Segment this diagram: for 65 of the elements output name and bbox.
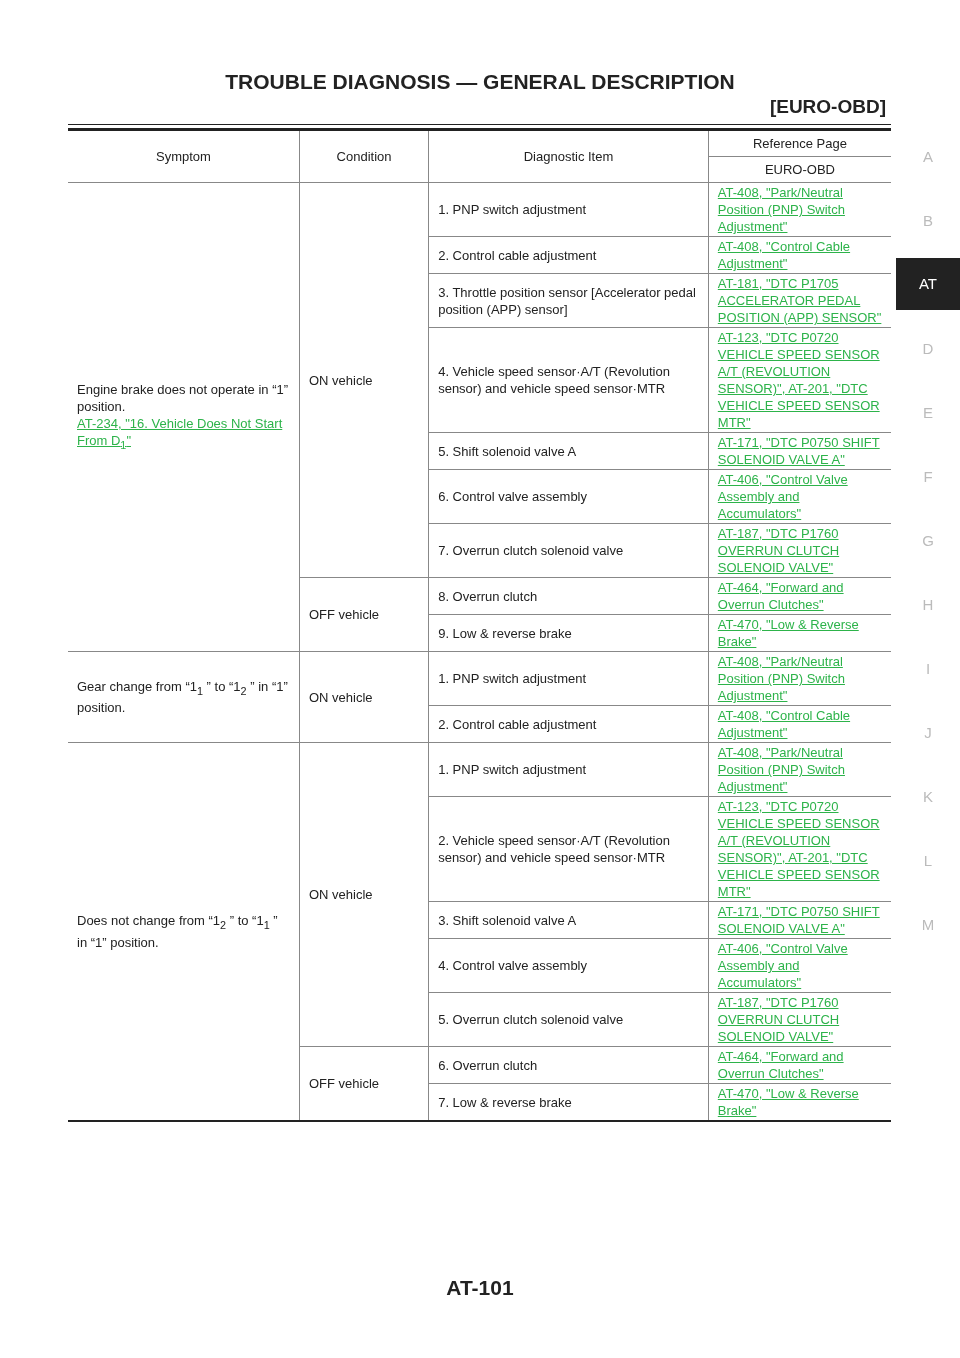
- section-letter: K: [922, 788, 934, 805]
- diagnostic-item: 6. Control valve assembly: [438, 488, 588, 505]
- section-letter: A: [922, 148, 934, 165]
- section-letter: F: [922, 468, 934, 485]
- reference-link: AT-464, "Forward and Overrun Clutches": [717, 579, 845, 613]
- column-header: Reference Page: [708, 129, 891, 157]
- symptom-text: Gear change from “1$_{1}$ ” to “1$_{2}$ ” in “1” position.: [77, 677, 289, 717]
- section-letter: M: [920, 916, 936, 933]
- reference-link: AT-187, "DTC P1760 OVERRUN CLUTCH SOLENOID VALVE": [717, 525, 841, 576]
- diagnostic-item: 4. Vehicle speed sensor·A/T (Revolution sensor) and vehicle speed sensor·MTR: [438, 363, 671, 397]
- reference-link: AT-406, "Control Valve Assembly and Accumulators": [717, 940, 849, 991]
- diagnostic-item: 2. Vehicle speed sensor·A/T (Revolution sensor) and vehicle speed sensor·MTR: [438, 832, 671, 866]
- symptom-text: Engine brake does not operate in “1” position.: [77, 380, 290, 415]
- reference-link: AT-408, "Control Cable Adjustment": [717, 707, 852, 741]
- reference-link: AT-408, "Control Cable Adjustment": [717, 238, 852, 272]
- reference-link: AT-181, "DTC P1705 ACCELERATOR PEDAL POSITION (APP) SENSOR": [717, 275, 882, 326]
- page-number: AT-101: [445, 1276, 515, 1300]
- reference-link: AT-123, "DTC P0720 VEHICLE SPEED SENSOR A/T (REVOLUTION SENSOR)", AT-201, "DTC VEHICLE SPEED SENSOR MTR": [717, 329, 881, 431]
- diagnostic-item: 5. Shift solenoid valve A: [438, 442, 578, 460]
- section-letter: H: [921, 596, 935, 613]
- reference-link: AT-406, "Control Valve Assembly and Accumulators": [717, 471, 849, 522]
- reference-link: AT-408, "Park/Neutral Position (PNP) Switch Adjustment": [717, 744, 846, 795]
- column-header: Symptom: [68, 129, 300, 183]
- diagnostic-item: 1. PNP switch adjustment: [438, 670, 588, 687]
- condition-text: OFF vehicle: [308, 606, 381, 623]
- column-header: Diagnostic Item: [428, 129, 709, 183]
- section-letter: J: [923, 724, 933, 741]
- diagnostic-item: 7. Overrun clutch solenoid valve: [438, 542, 625, 559]
- condition-text: ON vehicle: [308, 688, 374, 706]
- section-letter: E: [922, 404, 934, 421]
- section-letter: D: [921, 340, 935, 357]
- diagnostic-item: 4. Control valve assembly: [438, 957, 588, 974]
- section-tab: AT: [896, 258, 960, 310]
- reference-link: AT-464, "Forward and Overrun Clutches": [717, 1048, 845, 1082]
- diagnostic-item: 2. Control cable adjustment: [438, 246, 598, 264]
- symptom-text: Does not change from “1$_{2}$ ” to “1$_{1}$ ” in “1” position.: [77, 912, 279, 951]
- diagnostic-item: 3. Shift solenoid valve A: [438, 911, 578, 929]
- diagnostic-item: 5. Overrun clutch solenoid valve: [438, 1011, 625, 1028]
- condition-text: OFF vehicle: [308, 1075, 381, 1092]
- reference-link: AT-408, "Park/Neutral Position (PNP) Switch Adjustment": [717, 184, 846, 235]
- reference-link: AT-470, "Low & Reverse Brake": [717, 616, 860, 650]
- column-header: Condition: [299, 129, 429, 183]
- reference-link: AT-187, "DTC P1760 OVERRUN CLUTCH SOLENOID VALVE": [717, 994, 841, 1045]
- column-header: EURO-OBD: [708, 156, 891, 183]
- section-letter: L: [922, 852, 934, 869]
- diagnostic-item: 1. PNP switch adjustment: [438, 201, 588, 218]
- section-label: [EURO-OBD]: [769, 96, 886, 118]
- diagnostic-item: 3. Throttle position sensor [Accelerator pedal position (APP) sensor]: [438, 283, 697, 318]
- section-letter: G: [921, 532, 935, 549]
- reference-link: AT-408, "Park/Neutral Position (PNP) Switch Adjustment": [717, 653, 846, 704]
- reference-link: AT-470, "Low & Reverse Brake": [717, 1085, 860, 1119]
- diagnostic-item: 7. Low & reverse brake: [438, 1093, 573, 1111]
- diagnostic-item: 8. Overrun clutch: [438, 587, 539, 605]
- diagnostic-item: 6. Overrun clutch: [438, 1056, 539, 1074]
- diagnostic-item: 9. Low & reverse brake: [438, 624, 573, 642]
- diagnostic-item: 1. PNP switch adjustment: [438, 761, 588, 778]
- condition-text: ON vehicle: [308, 886, 374, 903]
- diagnostic-item: 2. Control cable adjustment: [438, 715, 598, 733]
- reference-link: AT-234, "16. Vehicle Does Not Start From D$_{1}$": [77, 414, 284, 453]
- reference-link: AT-171, "DTC P0750 SHIFT SOLENOID VALVE A": [717, 903, 881, 937]
- reference-link: AT-123, "DTC P0720 VEHICLE SPEED SENSOR A/T (REVOLUTION SENSOR)", AT-201, "DTC VEHICLE SPEED SENSOR MTR": [717, 798, 881, 900]
- page-title: TROUBLE DIAGNOSIS — GENERAL DESCRIPTION: [224, 70, 736, 94]
- reference-link: AT-171, "DTC P0750 SHIFT SOLENOID VALVE A": [717, 434, 881, 468]
- section-letter: B: [922, 212, 934, 229]
- condition-text: ON vehicle: [308, 371, 374, 389]
